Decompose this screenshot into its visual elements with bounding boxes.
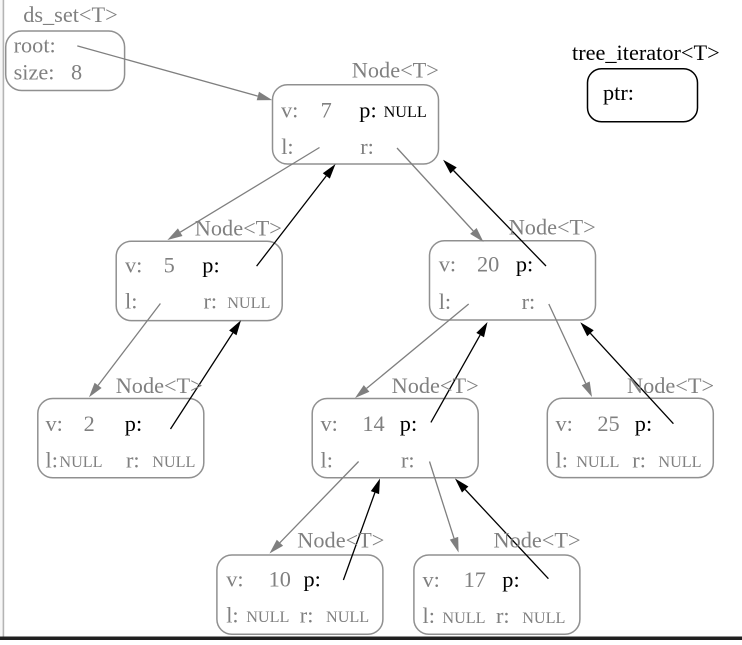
svg-text:Node<T>: Node<T> <box>509 215 596 240</box>
svg-text:p:: p: <box>359 97 376 122</box>
svg-text:p:: p: <box>635 411 652 436</box>
svg-text:l:: l: <box>423 603 435 628</box>
svg-text:p:: p: <box>502 567 519 592</box>
svg-text:ptr:: ptr: <box>603 80 634 105</box>
svg-text:NULL: NULL <box>59 453 102 471</box>
svg-text:5: 5 <box>164 252 175 277</box>
svg-text:r:: r: <box>496 603 510 628</box>
svg-text:Node<T>: Node<T> <box>494 528 581 553</box>
svg-text:2: 2 <box>84 411 95 436</box>
svg-text:10: 10 <box>269 567 291 592</box>
svg-text:root:: root: <box>14 32 56 57</box>
svg-text:l:: l: <box>226 603 238 628</box>
svg-text:v:: v: <box>556 411 573 436</box>
svg-text:7: 7 <box>321 97 332 122</box>
svg-text:ds_set<T>: ds_set<T> <box>23 2 118 27</box>
svg-text:NULL: NULL <box>246 608 289 626</box>
svg-text:NULL: NULL <box>326 608 369 626</box>
svg-text:Node<T>: Node<T> <box>297 528 384 553</box>
svg-text:8: 8 <box>71 60 82 85</box>
svg-text:v:: v: <box>281 97 298 122</box>
svg-text:r:: r: <box>360 134 374 159</box>
svg-text:p:: p: <box>125 411 142 436</box>
svg-text:NULL: NULL <box>576 453 619 471</box>
svg-text:Node<T>: Node<T> <box>352 57 439 82</box>
svg-text:r:: r: <box>126 447 140 472</box>
svg-text:l:: l: <box>556 448 568 473</box>
svg-text:NULL: NULL <box>442 609 485 627</box>
svg-text:20: 20 <box>477 251 499 276</box>
svg-text:r:: r: <box>300 603 314 628</box>
svg-text:v:: v: <box>125 252 142 277</box>
svg-text:v:: v: <box>46 411 63 436</box>
svg-text:p:: p: <box>304 567 321 592</box>
svg-text:NULL: NULL <box>227 294 270 312</box>
svg-text:l:: l: <box>321 447 333 472</box>
svg-text:NULL: NULL <box>152 453 195 471</box>
svg-text:r:: r: <box>401 447 415 472</box>
svg-text:v:: v: <box>321 411 338 436</box>
svg-text:14: 14 <box>362 411 384 436</box>
svg-text:Node<T>: Node<T> <box>392 373 479 398</box>
svg-text:NULL: NULL <box>522 609 565 627</box>
svg-text:Node<T>: Node<T> <box>627 373 714 398</box>
svg-text:l:: l: <box>281 134 293 159</box>
svg-text:size:: size: <box>14 60 55 85</box>
svg-text:25: 25 <box>597 411 619 436</box>
svg-text:r:: r: <box>632 448 646 473</box>
svg-text:r:: r: <box>522 289 536 314</box>
svg-text:l:: l: <box>46 447 58 472</box>
svg-text:p:: p: <box>202 252 219 277</box>
svg-text:p:: p: <box>400 411 417 436</box>
svg-text:17: 17 <box>464 567 486 592</box>
svg-text:l:: l: <box>439 289 451 314</box>
svg-text:v:: v: <box>226 567 243 592</box>
svg-text:Node<T>: Node<T> <box>195 216 282 241</box>
svg-text:v:: v: <box>439 251 456 276</box>
svg-text:Node<T>: Node<T> <box>116 373 203 398</box>
svg-text:l:: l: <box>125 289 137 314</box>
svg-text:p:: p: <box>516 251 533 276</box>
svg-text:NULL: NULL <box>658 453 701 471</box>
svg-text:NULL: NULL <box>384 103 427 121</box>
svg-text:tree_iterator<T>: tree_iterator<T> <box>572 40 720 65</box>
svg-text:v:: v: <box>423 567 440 592</box>
svg-text:r:: r: <box>204 289 218 314</box>
